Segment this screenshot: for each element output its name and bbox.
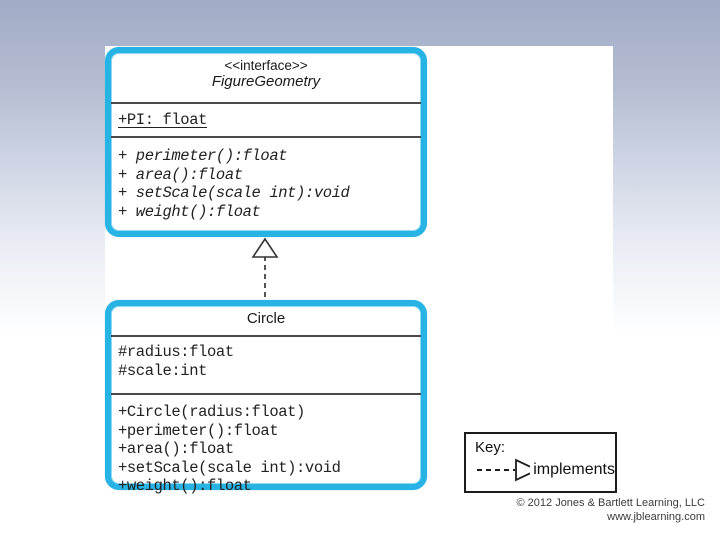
interface-method-perimeter: + perimeter():float	[118, 147, 288, 165]
class-name: Circle	[246, 310, 286, 327]
key-arrow-label: implements	[533, 461, 615, 478]
class-method-weight: +weight():float	[118, 477, 252, 496]
uml-interface-box: <<interface>> FigureGeometry +PI: float …	[105, 47, 427, 237]
class-attribute-scale: #scale:int	[118, 362, 208, 380]
interface-stereotype: <<interface>>	[224, 58, 308, 73]
interface-header: <<interface>> FigureGeometry	[111, 53, 421, 102]
class-method-setscale: +setScale(scale int):void	[118, 458, 341, 477]
uml-class-box-circle: Circle #radius:float #scale:int +Circle(…	[105, 300, 427, 495]
class-methods-section: +Circle(radius:float) +perimeter():float…	[111, 393, 421, 496]
class-attribute-radius: #radius:float	[118, 343, 234, 361]
interface-attributes-section: +PI: float	[111, 102, 421, 136]
implements-arrow-icon	[477, 458, 531, 482]
implements-arrow	[251, 237, 279, 302]
interface-method-weight: + weight():float	[118, 202, 261, 221]
interface-name: FigureGeometry	[211, 73, 321, 90]
class-attributes-section: #radius:float #scale:int	[111, 335, 421, 393]
interface-method-setscale: + setScale(scale int):void	[118, 184, 350, 202]
copyright: © 2012 Jones & Bartlett Learning, LLC ww…	[517, 497, 706, 524]
copyright-website: www.jblearning.com	[607, 510, 705, 523]
class-method-area: +area():float	[118, 440, 234, 459]
key-row: implements	[475, 457, 615, 483]
key-box: Key: implements	[464, 432, 617, 493]
copyright-line: © 2012 Jones & Bartlett Learning, LLC	[516, 497, 706, 509]
interface-attribute-pi: +PI: float	[118, 111, 208, 129]
key-title: Key:	[475, 439, 506, 456]
class-header: Circle	[111, 306, 421, 335]
interface-method-area: + area():float	[118, 165, 243, 184]
class-method-constructor: +Circle(radius:float)	[118, 403, 305, 421]
class-method-perimeter: +perimeter():float	[118, 421, 279, 440]
interface-methods-section: + perimeter():float + area():float + set…	[111, 136, 421, 221]
